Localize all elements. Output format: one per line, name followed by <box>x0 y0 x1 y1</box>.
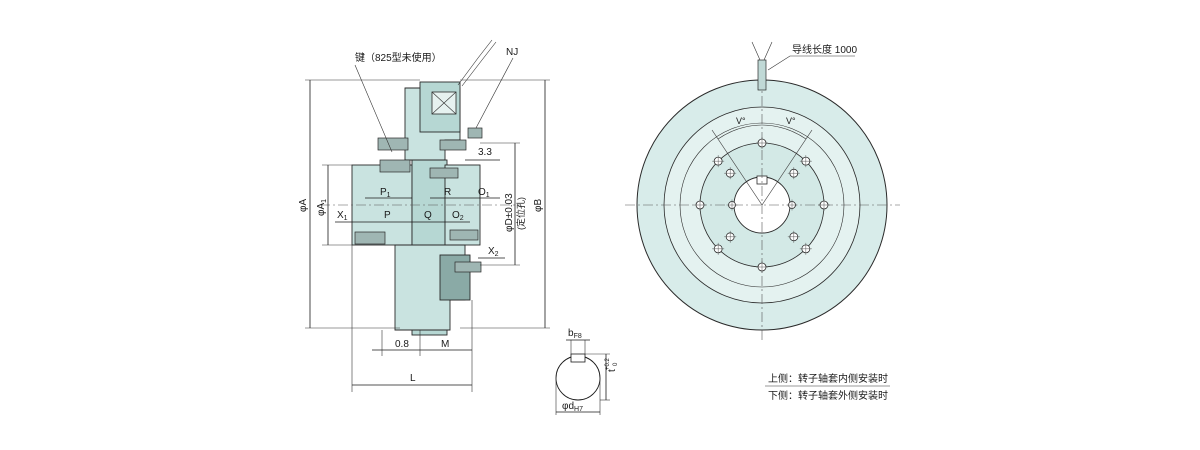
phi-d-note: (定位孔) <box>515 197 526 230</box>
lead-wire-label: 导线长度 1000 <box>792 43 857 56</box>
key-note-label: 键（825型未使用） <box>355 51 442 64</box>
bolt-upper-left <box>377 137 409 151</box>
p-label: P <box>384 210 391 221</box>
r-label: R <box>444 187 451 198</box>
phi-a-label: φA <box>298 199 309 212</box>
nj-screw <box>467 127 483 139</box>
phi-d-label: φD±0.03 <box>504 193 515 232</box>
keyway-section <box>555 339 610 415</box>
bolt-key <box>379 159 411 173</box>
t-label: t <box>607 369 618 372</box>
bolt-lower-left <box>354 231 386 245</box>
bolt-mid-right <box>429 167 459 179</box>
side-view <box>305 39 550 392</box>
bolt-lower-right <box>449 229 479 241</box>
dh7-label: φdH7 <box>562 401 583 413</box>
t-tol-lower: 0 <box>613 362 619 366</box>
legend-upper: 上侧：转子轴套内侧安装时 <box>768 372 888 385</box>
lead-wire <box>457 39 493 86</box>
bolt-upper-right <box>439 139 467 151</box>
x1-label: X1 <box>337 210 348 222</box>
front-holes <box>694 137 830 273</box>
legend-lower: 下侧：转子轴套外侧安装时 <box>768 389 888 402</box>
dim-3-3-label: 3.3 <box>478 147 492 158</box>
wire-slot <box>757 59 767 91</box>
dim-0-8-label: 0.8 <box>395 339 409 350</box>
x2-label: X2 <box>488 246 499 258</box>
phi-a1-label: φA1 <box>316 199 328 216</box>
m-label: M <box>441 339 449 350</box>
o1-label: O1 <box>478 187 490 199</box>
t-tol-upper: +0.2 <box>605 357 611 370</box>
q-label: Q <box>424 210 432 221</box>
o2-label: O2 <box>452 210 464 222</box>
v-left-label: V° <box>736 116 746 126</box>
phi-b-label: φB <box>533 199 544 212</box>
bf8-label: bF8 <box>568 328 582 340</box>
v-right-label: V° <box>786 116 796 126</box>
nj-label: NJ <box>506 47 518 58</box>
front-view <box>625 41 900 340</box>
bolt-bottom-right <box>454 261 482 273</box>
l-label: L <box>410 373 416 384</box>
p1-label: P1 <box>380 187 391 199</box>
